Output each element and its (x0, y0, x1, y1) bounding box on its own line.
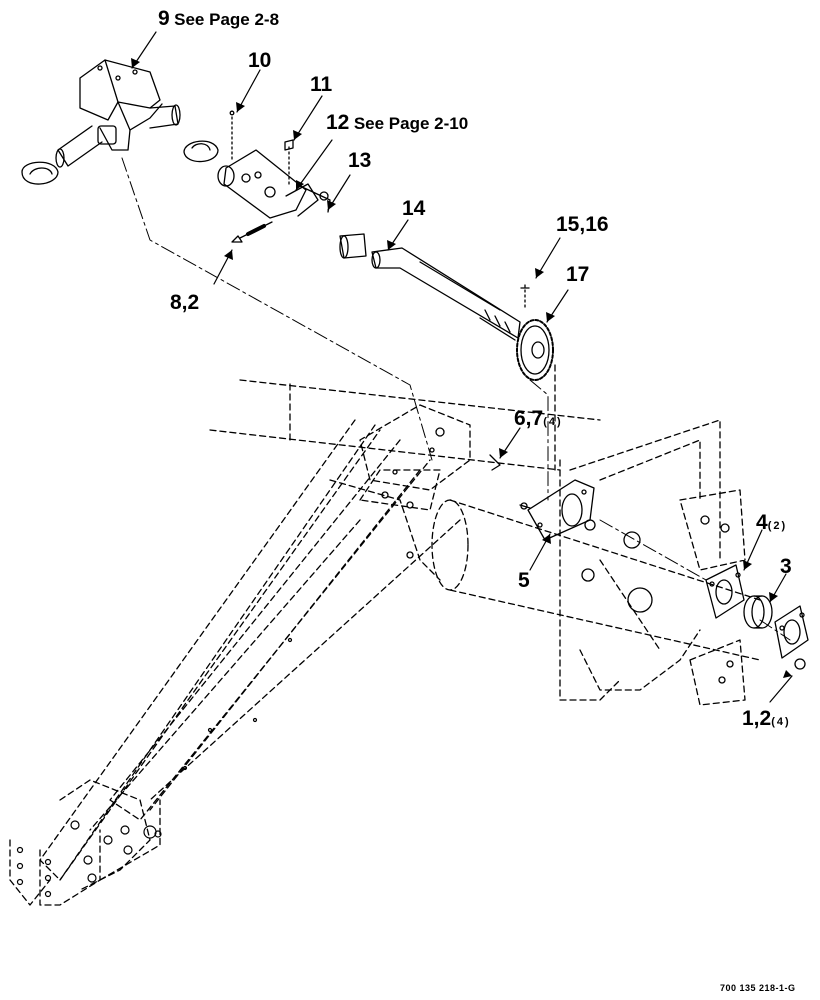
drawing-number: 700 135 218-1-G (720, 983, 796, 993)
sprocket (516, 284, 554, 381)
callout-8-2: 8,2 (170, 291, 200, 314)
callout-5: 5 (518, 569, 530, 592)
leader-arrowheads (131, 58, 792, 678)
callout-1-2: 1,2(4) (742, 708, 791, 729)
coupler-hub (217, 149, 331, 219)
hitch-tongue-frame (9, 419, 461, 906)
callout-6-7-number: 6,7 (514, 407, 544, 430)
callout-6-7: 6,7(4) (514, 408, 563, 429)
drive-shaft (339, 233, 521, 341)
tongue-bolt-holes (16, 637, 293, 898)
frame-holes (381, 427, 734, 684)
callout-1-2-number: 1,2 (742, 707, 772, 730)
callout-1-2-qty: (4) (771, 716, 791, 728)
callout-9-note: See Page 2-8 (174, 10, 280, 29)
callout-6-7-qty: (4) (543, 416, 563, 428)
rear-beam-tube (431, 499, 761, 661)
callout-15-16: 15,16 (556, 213, 609, 236)
callout-11: 11 (310, 73, 333, 96)
alignment-lines (121, 157, 791, 641)
callout-9-number: 9 (158, 7, 170, 30)
callout-9: 9 See Page 2-8 (158, 8, 279, 29)
main-frame (209, 364, 746, 706)
callout-4-number: 4 (756, 511, 768, 534)
callout-17: 17 (566, 263, 590, 286)
callout-4-qty: (2) (767, 520, 788, 532)
callout-10: 10 (248, 49, 272, 72)
callout-12: 12 See Page 2-10 (326, 112, 468, 133)
callout-3: 3 (780, 555, 792, 578)
callout-12-number: 12 (326, 111, 350, 134)
callout-14: 14 (402, 197, 426, 220)
flange-bearing-assembly (705, 564, 809, 670)
callout-4: 4(2) (756, 512, 787, 533)
small-hardware (229, 110, 329, 243)
callout-13: 13 (348, 149, 372, 172)
gearbox-shields (21, 140, 219, 185)
gearbox (55, 59, 181, 168)
bearing-flange (489, 454, 595, 541)
callout-12-note: See Page 2-10 (353, 114, 469, 133)
